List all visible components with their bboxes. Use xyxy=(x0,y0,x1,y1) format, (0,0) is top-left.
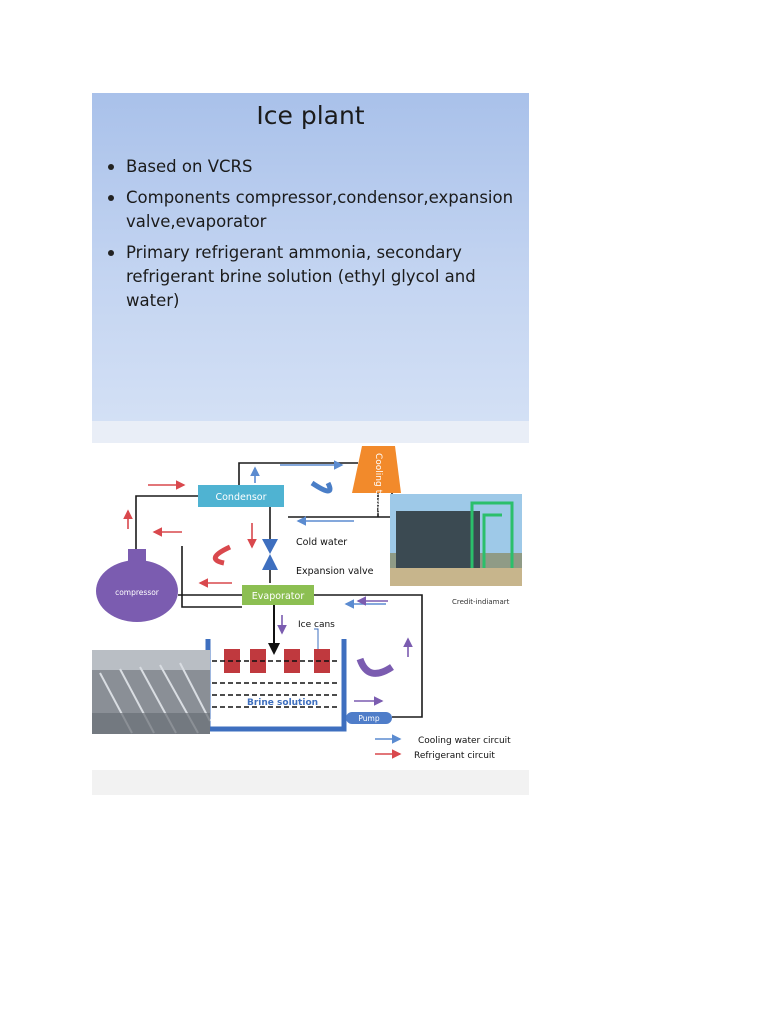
cooling-tower xyxy=(352,446,401,493)
brine-arrows xyxy=(277,596,413,706)
pump xyxy=(346,712,392,724)
ice-can xyxy=(314,649,330,673)
ice-cans-photo xyxy=(92,650,211,734)
cooling-tower-label: Cooling tower xyxy=(373,453,383,516)
brine-flow-icon xyxy=(356,657,394,677)
refrigerant-curl-icon xyxy=(212,544,232,566)
compressor-head xyxy=(128,549,146,561)
expansion-valve-icon xyxy=(262,539,278,554)
plant-photo xyxy=(390,494,522,586)
slide: Ice plant Based on VCRS Components compr… xyxy=(92,93,529,421)
brine-solution-label: Brine solution xyxy=(247,698,318,708)
ice-plant-diagram: Cooling tower Condensor Cold water Expan… xyxy=(92,443,529,795)
evaporator-label: Evaporator xyxy=(252,591,305,602)
bullet-list: Based on VCRS Components compressor,cond… xyxy=(106,155,522,320)
ice-cans-label: Ice cans xyxy=(298,620,335,630)
ice-can xyxy=(250,649,266,673)
diagram-canvas: Cooling tower Condensor Cold water Expan… xyxy=(92,446,522,761)
legend-cooling-water: Cooling water circuit xyxy=(418,736,511,746)
separator-band xyxy=(92,421,529,443)
compressor-label: compressor xyxy=(115,588,160,597)
legend-refrigerant: Refrigerant circuit xyxy=(414,751,495,761)
compressor-body xyxy=(96,560,178,622)
brine-level-lines xyxy=(212,660,340,708)
evaporator-box xyxy=(242,585,314,605)
cooling-water-arrows xyxy=(250,460,402,744)
refrigerant-arrows xyxy=(123,480,402,759)
slide-bottom-strip xyxy=(92,770,529,795)
condensor-label: Condensor xyxy=(215,492,266,503)
expansion-valve-label: Expansion valve xyxy=(296,566,374,577)
credit-label: Credit-indiamart xyxy=(452,598,510,606)
cooling-water-curl-icon xyxy=(310,480,333,494)
slide-title: Ice plant xyxy=(256,101,365,130)
pump-label: Pump xyxy=(358,714,379,723)
condensor-box xyxy=(198,485,284,507)
cold-water-label: Cold water xyxy=(296,537,347,548)
bullet-item: Components compressor,condensor,expansio… xyxy=(106,186,522,234)
bullet-item: Based on VCRS xyxy=(106,155,522,179)
bullet-item: Primary refrigerant ammonia, secondary r… xyxy=(106,241,522,313)
